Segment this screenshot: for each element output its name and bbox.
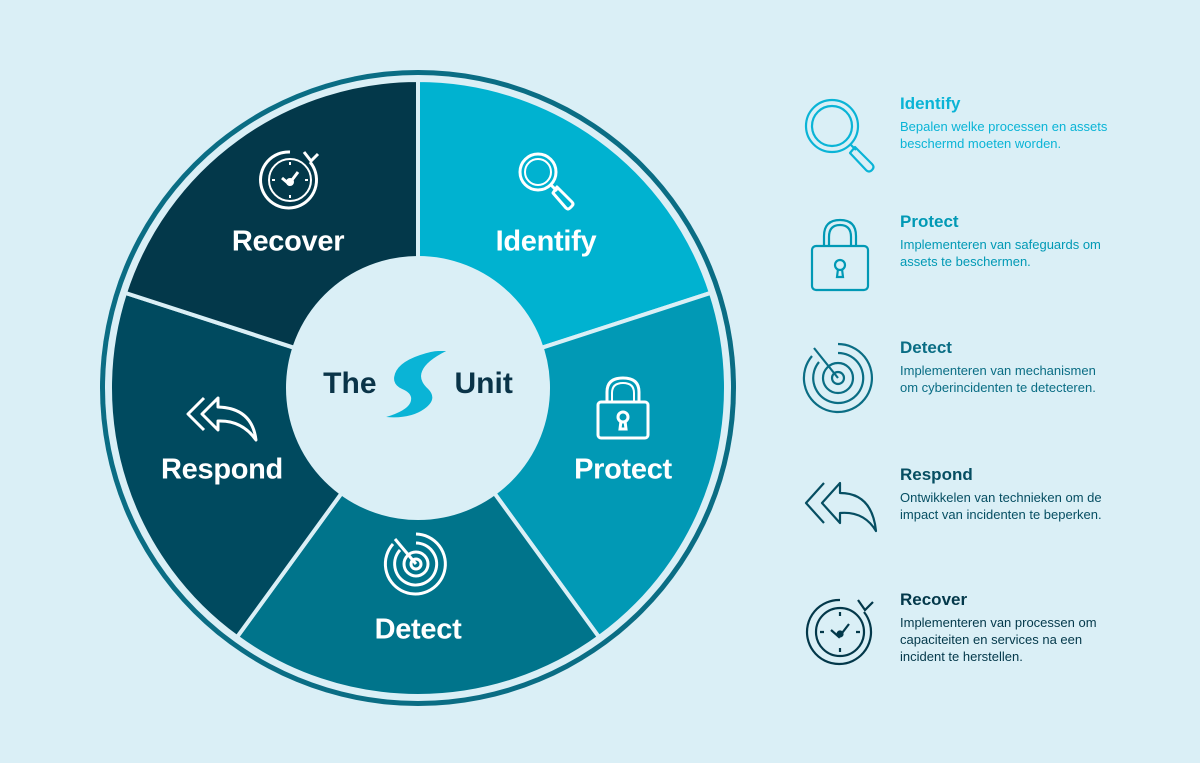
radar-icon <box>381 529 451 599</box>
logo-text-right: Unit <box>454 367 513 400</box>
legend-desc-detect: Implementeren van mechanismen om cyberin… <box>900 363 1096 395</box>
logo-s-mark <box>386 351 447 418</box>
clock-refresh-icon <box>254 144 326 216</box>
the-s-unit-logo: The Unit <box>323 347 513 421</box>
radar-icon <box>800 340 880 420</box>
legend-item-detect: Detect Implementeren van mechanismen om … <box>800 338 1200 430</box>
legend-desc-recover: Implementeren van processen om capacitei… <box>900 615 1097 664</box>
segment-label-respond: Respond <box>161 453 283 486</box>
legend-desc-respond: Ontwikkelen van technieken om de impact … <box>900 490 1102 522</box>
segment-label-detect: Detect <box>374 613 462 646</box>
legend-desc-identify: Bepalen welke processen en assets besche… <box>900 119 1108 151</box>
segment-label-recover: Recover <box>231 225 345 258</box>
logo-text-left: The <box>323 367 377 400</box>
magnifier-icon <box>800 96 880 176</box>
legend-item-protect: Protect Implementeren van safeguards om … <box>800 212 1200 304</box>
legend-item-recover: Recover Implementeren van processen om c… <box>800 590 1200 682</box>
padlock-icon <box>800 214 880 294</box>
legend-title-protect: Protect <box>900 212 959 231</box>
legend-item-identify: Identify Bepalen welke processen en asse… <box>800 94 1200 186</box>
reply-all-arrow-icon <box>800 467 880 547</box>
reply-all-arrow-icon <box>186 392 260 448</box>
magnifier-icon <box>510 144 582 216</box>
segment-label-protect: Protect <box>574 453 672 486</box>
legend-title-identify: Identify <box>900 94 961 113</box>
legend-title-respond: Respond <box>900 465 973 484</box>
legend-desc-protect: Implementeren van safeguards om assets t… <box>900 237 1101 269</box>
segment-label-identify: Identify <box>495 225 597 258</box>
legend-item-respond: Respond Ontwikkelen van technieken om de… <box>800 465 1200 557</box>
framework-wheel: Identify Protect Detect Respond Recover … <box>98 68 738 708</box>
clock-refresh-icon <box>800 592 880 672</box>
legend-title-recover: Recover <box>900 590 968 609</box>
padlock-icon <box>593 372 653 444</box>
legend-title-detect: Detect <box>900 338 952 357</box>
wheel-graphic <box>100 70 736 706</box>
